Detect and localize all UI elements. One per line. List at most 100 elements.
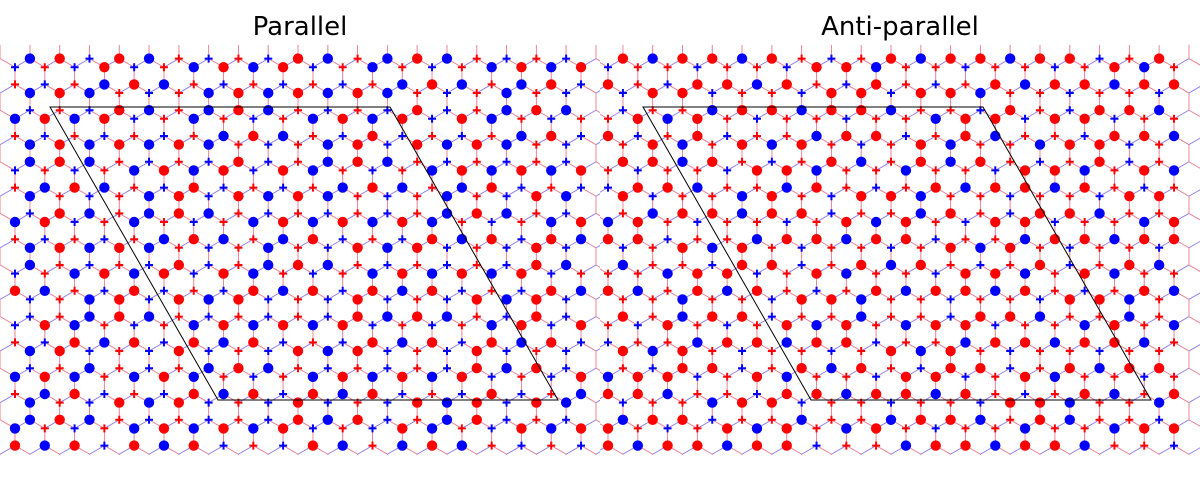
blue-atom-dot (337, 182, 348, 193)
red-atom-dot (128, 337, 140, 348)
blue-atom-dot (382, 311, 393, 322)
blue-atom-plus (159, 286, 168, 295)
red-atom-dot (531, 311, 542, 322)
red-atom-plus (413, 347, 422, 355)
red-atom-plus (338, 269, 347, 278)
red-atom-dot (546, 130, 557, 142)
red-atom-dot (486, 388, 497, 400)
blue-atom-dot (9, 113, 21, 125)
red-atom-plus (472, 89, 481, 97)
bond (756, 316, 773, 326)
bond (342, 264, 358, 274)
red-atom-dot (233, 87, 244, 99)
blue-atom-dot (263, 191, 274, 202)
red-atom-plus (472, 106, 481, 115)
blue-atom-dot (441, 311, 453, 322)
red-atom-dot (114, 311, 125, 322)
blue-atom-plus (428, 114, 437, 123)
blue-atom-plus (159, 183, 168, 192)
blue-atom-dot (382, 53, 393, 64)
blue-atom-plus (40, 235, 49, 244)
red-atom-dot (128, 285, 140, 296)
blue-atom-dot (143, 105, 155, 116)
bond (297, 135, 314, 145)
blue-atom-dot (322, 345, 334, 357)
blue-atom-dot (277, 234, 289, 245)
red-atom-dot (307, 234, 319, 245)
red-atom-dot (173, 345, 185, 357)
red-atom-plus (457, 63, 466, 72)
blue-atom-plus (219, 286, 228, 295)
bond (461, 58, 477, 68)
blue-atom-dot (486, 165, 497, 176)
red-atom-plus (517, 114, 526, 123)
blue-atom-dot (367, 113, 378, 125)
blue-atom-plus (442, 243, 451, 252)
blue-atom-plus (487, 218, 496, 226)
blue-atom-plus (323, 209, 332, 218)
red-atom-plus (115, 347, 124, 355)
blue-atom-dot (456, 440, 468, 451)
red-atom-dot (277, 216, 289, 228)
blue-atom-dot (248, 320, 259, 331)
red-atom-plus (472, 54, 481, 63)
blue-atom-dot (486, 320, 497, 331)
lattice-plot-anti-parallel (600, 45, 1200, 455)
red-atom-dot (233, 294, 244, 305)
red-atom-dot (69, 388, 80, 400)
blue-atom-dot (39, 388, 50, 400)
red-atom-plus (532, 347, 541, 355)
blue-atom-plus (428, 321, 437, 330)
red-atom-plus (130, 183, 139, 192)
red-atom-dot (248, 388, 259, 400)
red-atom-plus (368, 80, 377, 89)
blue-atom-dot (501, 105, 512, 116)
panel-title-parallel: Parallel (252, 12, 348, 42)
blue-atom-plus (40, 80, 49, 89)
red-atom-dot (173, 208, 185, 219)
bond (1173, 187, 1190, 197)
red-atom-plus (457, 321, 466, 330)
blue-atom-dot (203, 139, 214, 150)
bond (595, 161, 600, 165)
panel-parallel: Parallel (0, 12, 600, 455)
red-atom-plus (472, 261, 481, 269)
red-atom-dot (411, 53, 423, 64)
blue-atom-plus (562, 140, 571, 149)
red-atom-plus (11, 132, 19, 140)
bond (1054, 264, 1070, 274)
blue-atom-plus (383, 261, 392, 269)
blue-atom-dot (397, 285, 408, 296)
blue-atom-plus (398, 235, 407, 244)
red-atom-dot (39, 216, 50, 228)
bond (995, 161, 1011, 171)
blue-atom-plus (383, 364, 392, 373)
blue-atom-plus (442, 295, 451, 304)
blue-atom-dot (128, 268, 140, 279)
red-atom-dot (292, 259, 304, 271)
bond (0, 135, 16, 145)
bond (506, 238, 522, 249)
red-atom-plus (159, 114, 168, 123)
blue-atom-dot (367, 216, 378, 228)
blue-atom-plus (25, 312, 34, 321)
blue-atom-plus (368, 321, 377, 330)
blue-atom-dot (560, 105, 572, 116)
red-atom-dot (411, 139, 423, 150)
bond (282, 109, 299, 120)
red-atom-plus (11, 390, 19, 398)
blue-atom-plus (457, 390, 466, 398)
blue-atom-plus (383, 347, 392, 355)
blue-atom-dot (128, 423, 140, 434)
red-atom-plus (55, 312, 64, 321)
blue-atom-dot (337, 388, 348, 400)
blue-atom-dot (441, 139, 453, 150)
red-atom-plus (174, 415, 183, 424)
blue-atom-plus (249, 166, 258, 175)
red-atom-dot (352, 156, 363, 167)
red-atom-plus (234, 312, 243, 321)
blue-atom-dot (501, 208, 512, 219)
blue-atom-dot (84, 294, 95, 305)
bond (580, 264, 597, 274)
red-atom-dot (173, 397, 185, 408)
